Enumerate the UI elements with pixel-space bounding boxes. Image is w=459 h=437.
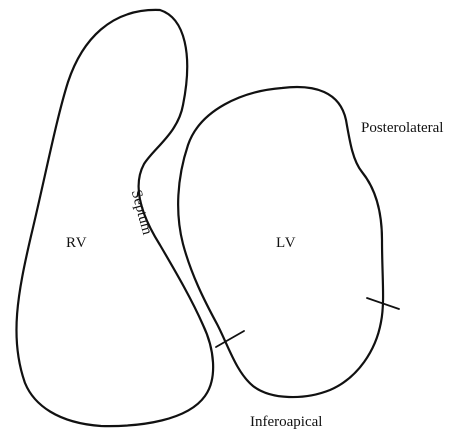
- inferoapical-label: Inferoapical: [250, 415, 322, 430]
- rv-label: RV: [66, 236, 88, 251]
- posterolateral-label: Posterolateral: [361, 121, 443, 136]
- rv-outline: [16, 10, 213, 426]
- lv-label: LV: [276, 236, 297, 251]
- septal-marker: [216, 331, 244, 347]
